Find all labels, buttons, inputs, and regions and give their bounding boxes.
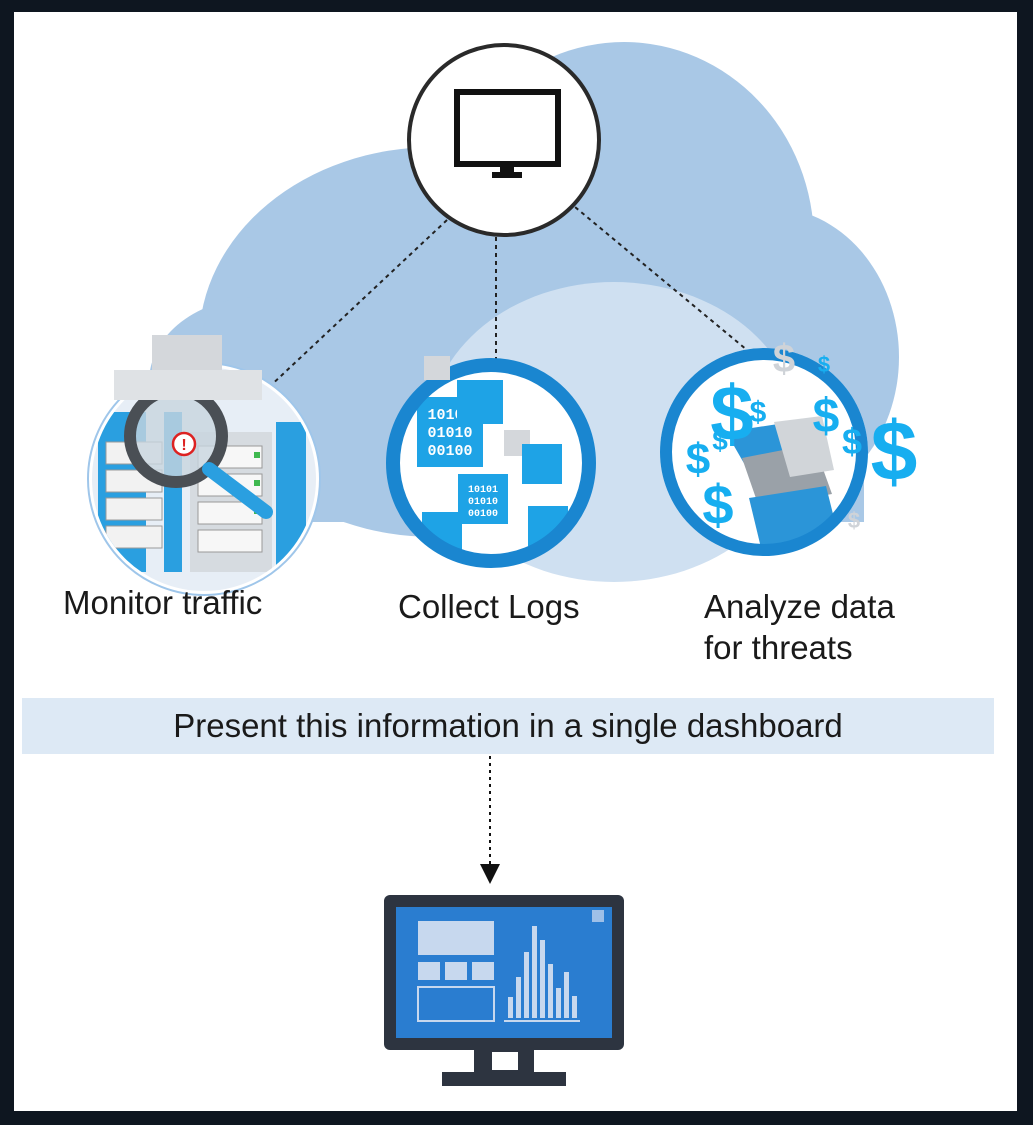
binary-line-2: 01010 [427,425,472,442]
svg-text:$: $ [818,352,830,377]
svg-text:$: $ [702,473,733,536]
svg-text:$: $ [686,435,710,484]
dashboard-banner-text: Present this information in a single das… [173,707,843,744]
diagram-frame: ! 10101 01010 00100 10101 01010 00100 [14,12,1017,1111]
svg-text:$: $ [710,369,753,457]
analyze-data-label: Analyze data for threats [704,588,895,667]
binary-line-6: 00100 [468,509,498,520]
dashboard-banner: Present this information in a single das… [22,698,994,754]
svg-text:$: $ [773,337,795,381]
binary-line-4: 10101 [468,485,498,496]
desktop-computer-icon [454,89,561,178]
collect-logs-label: Collect Logs [398,588,580,625]
svg-text:$: $ [813,390,840,443]
svg-text:!: ! [181,437,186,454]
svg-text:$: $ [871,404,918,498]
svg-text:$: $ [842,421,862,462]
binary-line-3: 00100 [427,443,472,460]
dollar-signs: $ $ $ $ $ $ $ $ $ $ $ [686,337,918,536]
svg-text:$: $ [712,425,728,456]
monitor-traffic-label: Monitor traffic [63,584,263,621]
computer-circle [407,43,601,237]
connector-analyze [568,201,760,361]
dashboard-bar-graph [504,926,580,1022]
dashboard-monitor-icon [384,895,624,1086]
svg-text:$: $ [750,396,767,429]
log-data-icon: 10101 01010 00100 10101 01010 00100 [386,356,596,568]
connector-monitor [265,219,448,391]
binary-line-5: 01010 [468,497,498,508]
alert-icon [171,431,197,457]
dashboard-widgets [417,910,604,1022]
diagram-canvas: ! 10101 01010 00100 10101 01010 00100 [87,42,918,1086]
svg-text:$: $ [848,508,860,533]
connector-lines [265,201,760,391]
dollar-threat-icon: $ $ $ $ $ $ $ $ $ $ $ [660,337,918,556]
